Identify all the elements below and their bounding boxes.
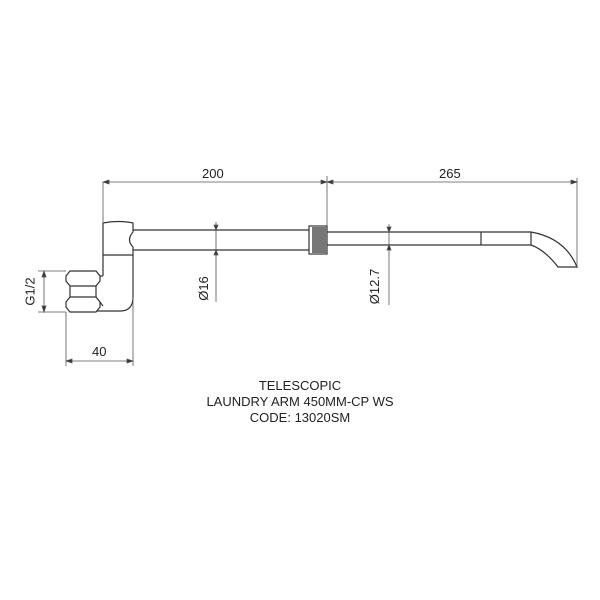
- spout-tip: [530, 231, 578, 268]
- dim-200-label: 200: [202, 166, 224, 181]
- dim-d16-label: Ø16: [195, 276, 211, 301]
- dim-d127-label: Ø12.7: [367, 268, 383, 305]
- dim-g12-label: G1/2: [22, 277, 38, 306]
- product-caption: TELESCOPIC LAUNDRY ARM 450MM-CP WS CODE:…: [150, 378, 450, 426]
- pipe-upper: [133, 229, 310, 251]
- hex-nut: [65, 270, 101, 313]
- elbow-body: [102, 220, 134, 256]
- dim-40-label: 40: [92, 344, 107, 359]
- elbow-lower: [97, 255, 134, 312]
- pipe-lower: [327, 231, 532, 246]
- caption-line-1: TELESCOPIC: [258, 378, 342, 393]
- dim-265-label: 265: [439, 166, 461, 181]
- caption-line-3: CODE: 13020SM: [249, 410, 351, 425]
- caption-line-2: LAUNDRY ARM 450MM-CP WS: [206, 394, 394, 409]
